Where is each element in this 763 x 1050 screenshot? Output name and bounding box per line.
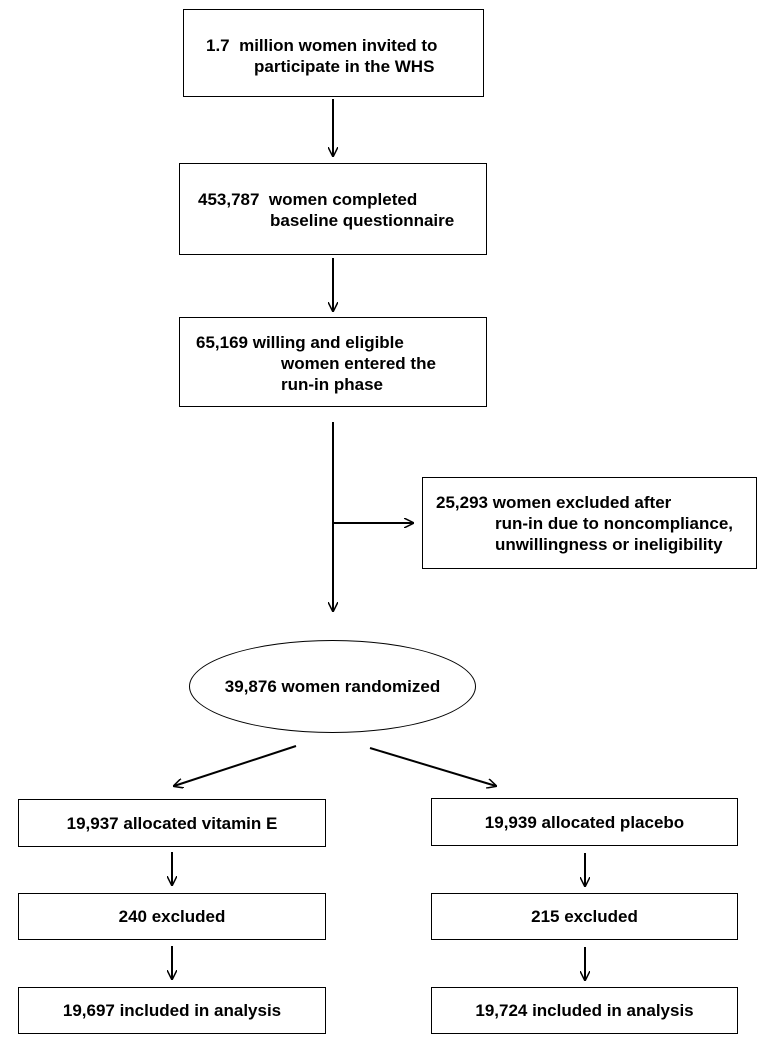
randomized-ellipse: 39,876 women randomized [189, 640, 476, 733]
placebo-allocated-box: 19,939 allocated placebo [431, 798, 738, 846]
vitamin-e-excluded-box: 240 excluded [18, 893, 326, 940]
placebo-analysis-label: 19,724 included in analysis [475, 1001, 694, 1020]
vitamin-e-allocated-box: 19,937 allocated vitamin E [18, 799, 326, 847]
vitamin-e-analysis-label: 19,697 included in analysis [62, 1001, 282, 1020]
runin-line1: willing and eligible [252, 333, 404, 352]
placebo-analysis-box: 19,724 included in analysis [431, 987, 738, 1034]
arrow-randomized-to-vitamin-e [174, 745, 297, 786]
excluded-runin-line1: women excluded after [492, 493, 672, 512]
excluded-runin-line2: run-in due to noncompliance, [495, 514, 733, 533]
randomized-label: 39,876 women randomized [224, 676, 441, 696]
invited-line2: participate in the WHS [254, 57, 435, 76]
baseline-count: 453,787 [198, 190, 260, 209]
vitamin-e-analysis-box: 19,697 included in analysis [18, 987, 326, 1034]
invited-count: 1.7 [206, 36, 230, 55]
invited-box: 1.7 million women invited to participate… [183, 9, 484, 97]
arrow-randomized-to-placebo [369, 747, 496, 786]
baseline-line2: baseline questionnaire [270, 211, 455, 230]
excluded-runin-count: 25,293 [436, 493, 488, 512]
runin-box: 65,169 willing and eligible women entere… [179, 317, 487, 407]
excluded-runin-line3: unwillingness or ineligibility [495, 535, 723, 554]
placebo-allocated-label: 19,939 allocated placebo [484, 812, 685, 832]
baseline-line1: women completed [268, 190, 418, 209]
runin-line3: run-in phase [281, 375, 384, 394]
placebo-excluded-box: 215 excluded [431, 893, 738, 940]
runin-count: 65,169 [196, 333, 248, 352]
runin-line2: women entered the [281, 354, 436, 373]
excluded-runin-box: 25,293 women excluded after run-in due t… [422, 477, 757, 569]
invited-line1: million women invited to [239, 36, 438, 55]
baseline-box: 453,787 women completed baseline questio… [179, 163, 487, 255]
placebo-excluded-label: 215 excluded [531, 907, 638, 926]
vitamin-e-excluded-label: 240 excluded [118, 907, 226, 926]
vitamin-e-allocated-label: 19,937 allocated vitamin E [66, 813, 278, 833]
